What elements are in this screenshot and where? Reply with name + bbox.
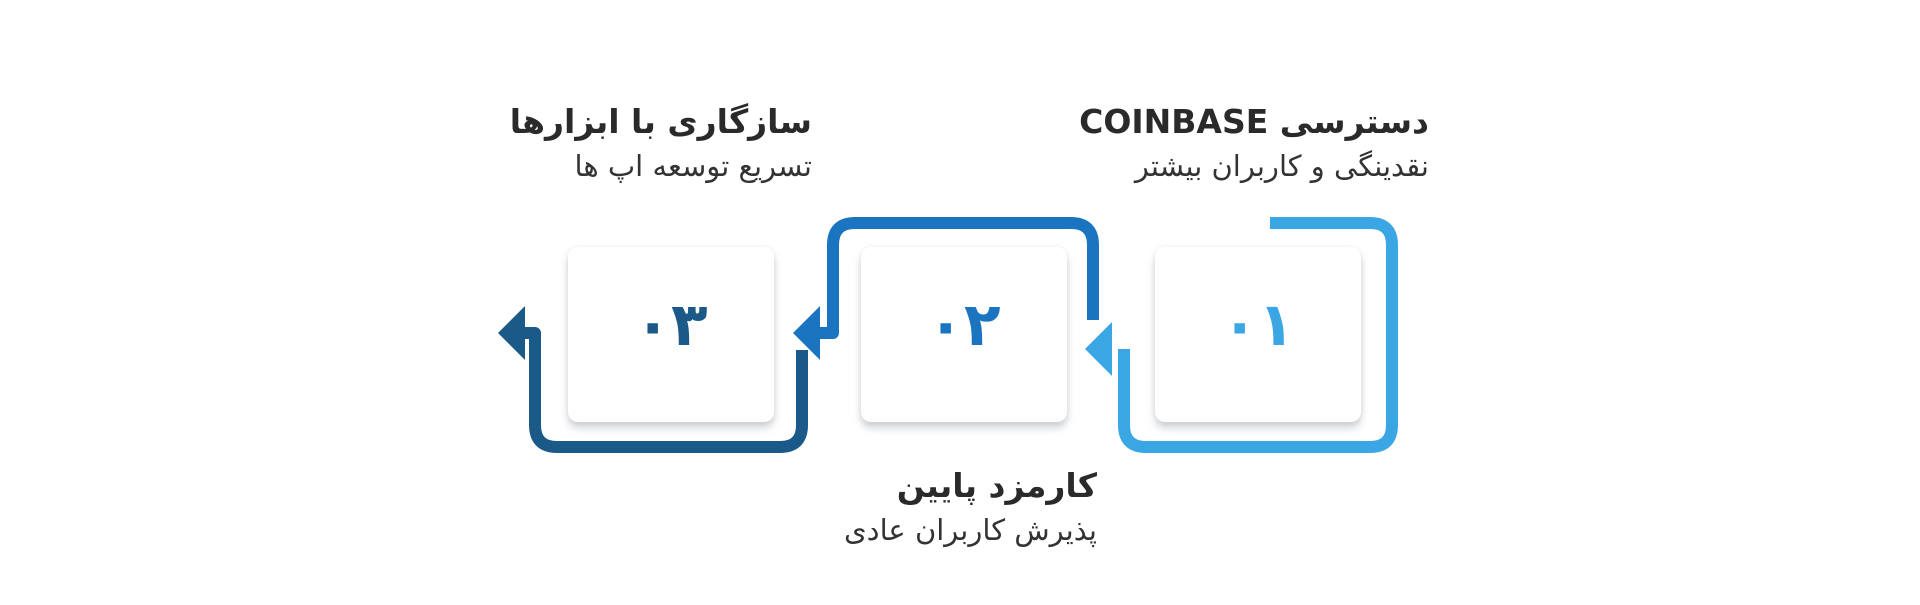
step-3-title: سازگاری با ابزارها bbox=[509, 102, 812, 141]
step-2-text: کارمزد پایین پذیرش کاربران عادی bbox=[844, 464, 1097, 552]
step-1-card: ۰۱ bbox=[1155, 247, 1361, 422]
step-3-text: سازگاری با ابزارها تسریع توسعه اپ ها bbox=[510, 100, 812, 188]
step-3-number: ۰۳ bbox=[634, 289, 708, 360]
step-1-title: دسترسی COINBASE bbox=[1079, 102, 1429, 141]
step-1-number: ۰۱ bbox=[1221, 289, 1295, 360]
step-1-arrow-icon bbox=[1085, 322, 1112, 376]
step-2-subtitle: پذیرش کاربران عادی bbox=[843, 513, 1097, 547]
step-3-card: ۰۳ bbox=[568, 247, 774, 422]
step-2-frame bbox=[812, 217, 1099, 339]
step-2-title: کارمزد پایین bbox=[896, 466, 1097, 505]
step-1-subtitle: نقدینگی و کاربران بیشتر bbox=[1134, 149, 1429, 183]
step-2-card: ۰۲ bbox=[861, 247, 1067, 422]
step-2-arrow-icon bbox=[793, 306, 820, 360]
step-3-subtitle: تسریع توسعه اپ ها bbox=[574, 149, 812, 183]
step-1-frame bbox=[1118, 217, 1398, 453]
step-2-number: ۰۲ bbox=[927, 289, 1001, 360]
step-3-frame bbox=[520, 327, 808, 453]
step-1-text: دسترسی COINBASE نقدینگی و کاربران بیشتر bbox=[1079, 100, 1429, 188]
step-3-arrow-icon bbox=[498, 306, 525, 360]
